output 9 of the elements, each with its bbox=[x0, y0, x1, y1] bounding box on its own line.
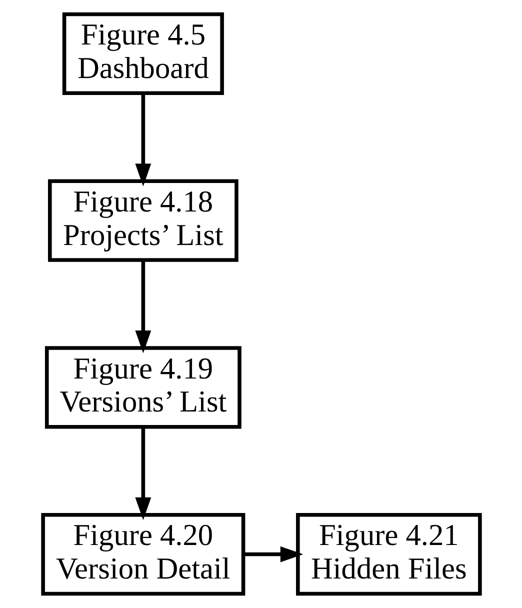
arrow bbox=[134, 93, 151, 186]
arrow bbox=[134, 260, 151, 354]
node-box: Figure 4.20 Version Detail bbox=[40, 512, 245, 596]
arrow bbox=[243, 546, 303, 562]
node-box: Figure 4.19 Versions’ List bbox=[44, 346, 241, 429]
node-box: Figure 4.21 Hidden Files bbox=[296, 512, 482, 596]
node-box: Figure 4.18 Projects’ List bbox=[48, 179, 238, 262]
arrow bbox=[134, 426, 151, 520]
node-box: Figure 4.5 Dashboard bbox=[62, 12, 224, 96]
